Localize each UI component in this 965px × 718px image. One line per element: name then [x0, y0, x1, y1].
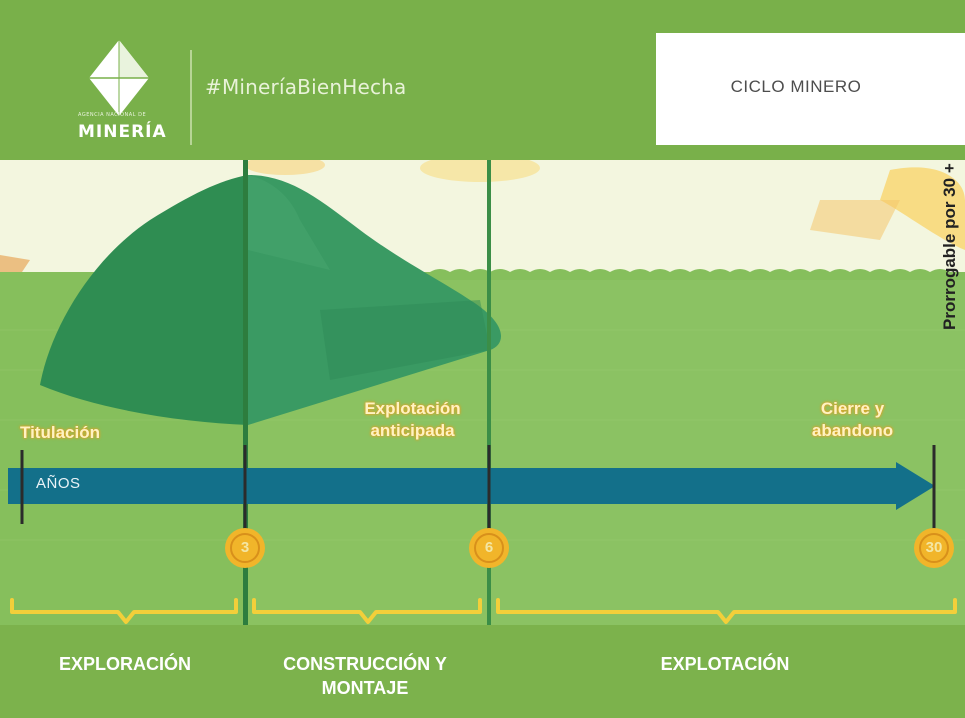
phase-brackets [10, 598, 957, 624]
hashtag: #MineríaBienHecha [205, 75, 407, 99]
arrow-icon [896, 462, 935, 510]
mountain-left [40, 175, 248, 425]
marker-label-3: 3 [240, 539, 250, 556]
axis-label: AÑOS [36, 475, 81, 492]
phase-label-explotacion: EXPLOTACIÓN [660, 654, 790, 674]
logo-divider [190, 50, 192, 145]
phase-label-exploracion: EXPLORACIÓN [58, 654, 191, 674]
event-label-cierre-abandono: Cierre y abandono [811, 399, 894, 440]
marker-label-6: 6 [484, 539, 494, 556]
logo-text: MINERÍA [78, 122, 167, 142]
extension-label: Prorrogable por 30 + [940, 163, 959, 330]
coin-icon [469, 528, 509, 568]
mountain-right [248, 175, 502, 425]
diamond-logo-icon [89, 40, 149, 116]
logo-subtitle: AGENCIA NACIONAL DE [78, 112, 147, 118]
event-label-explotacion-anticipada: Explotación anticipada [364, 399, 461, 440]
phase-label-construccion-montaje: CONSTRUCCIÓN Y MONTAJE [283, 654, 447, 698]
page-title: CICLO MINERO [730, 77, 862, 96]
scene [0, 160, 965, 642]
coin-icon [914, 528, 954, 568]
phase-labels-band [0, 625, 965, 718]
header: AGENCIA NACIONAL DE MINERÍA #MineríaBien… [0, 0, 965, 160]
event-label-titulacion: Titulación [20, 423, 100, 442]
coin-icon [225, 528, 265, 568]
title-box: CICLO MINERO [656, 33, 965, 145]
marker-label-30: 30 [925, 539, 943, 556]
timeline-arrow [8, 468, 898, 504]
